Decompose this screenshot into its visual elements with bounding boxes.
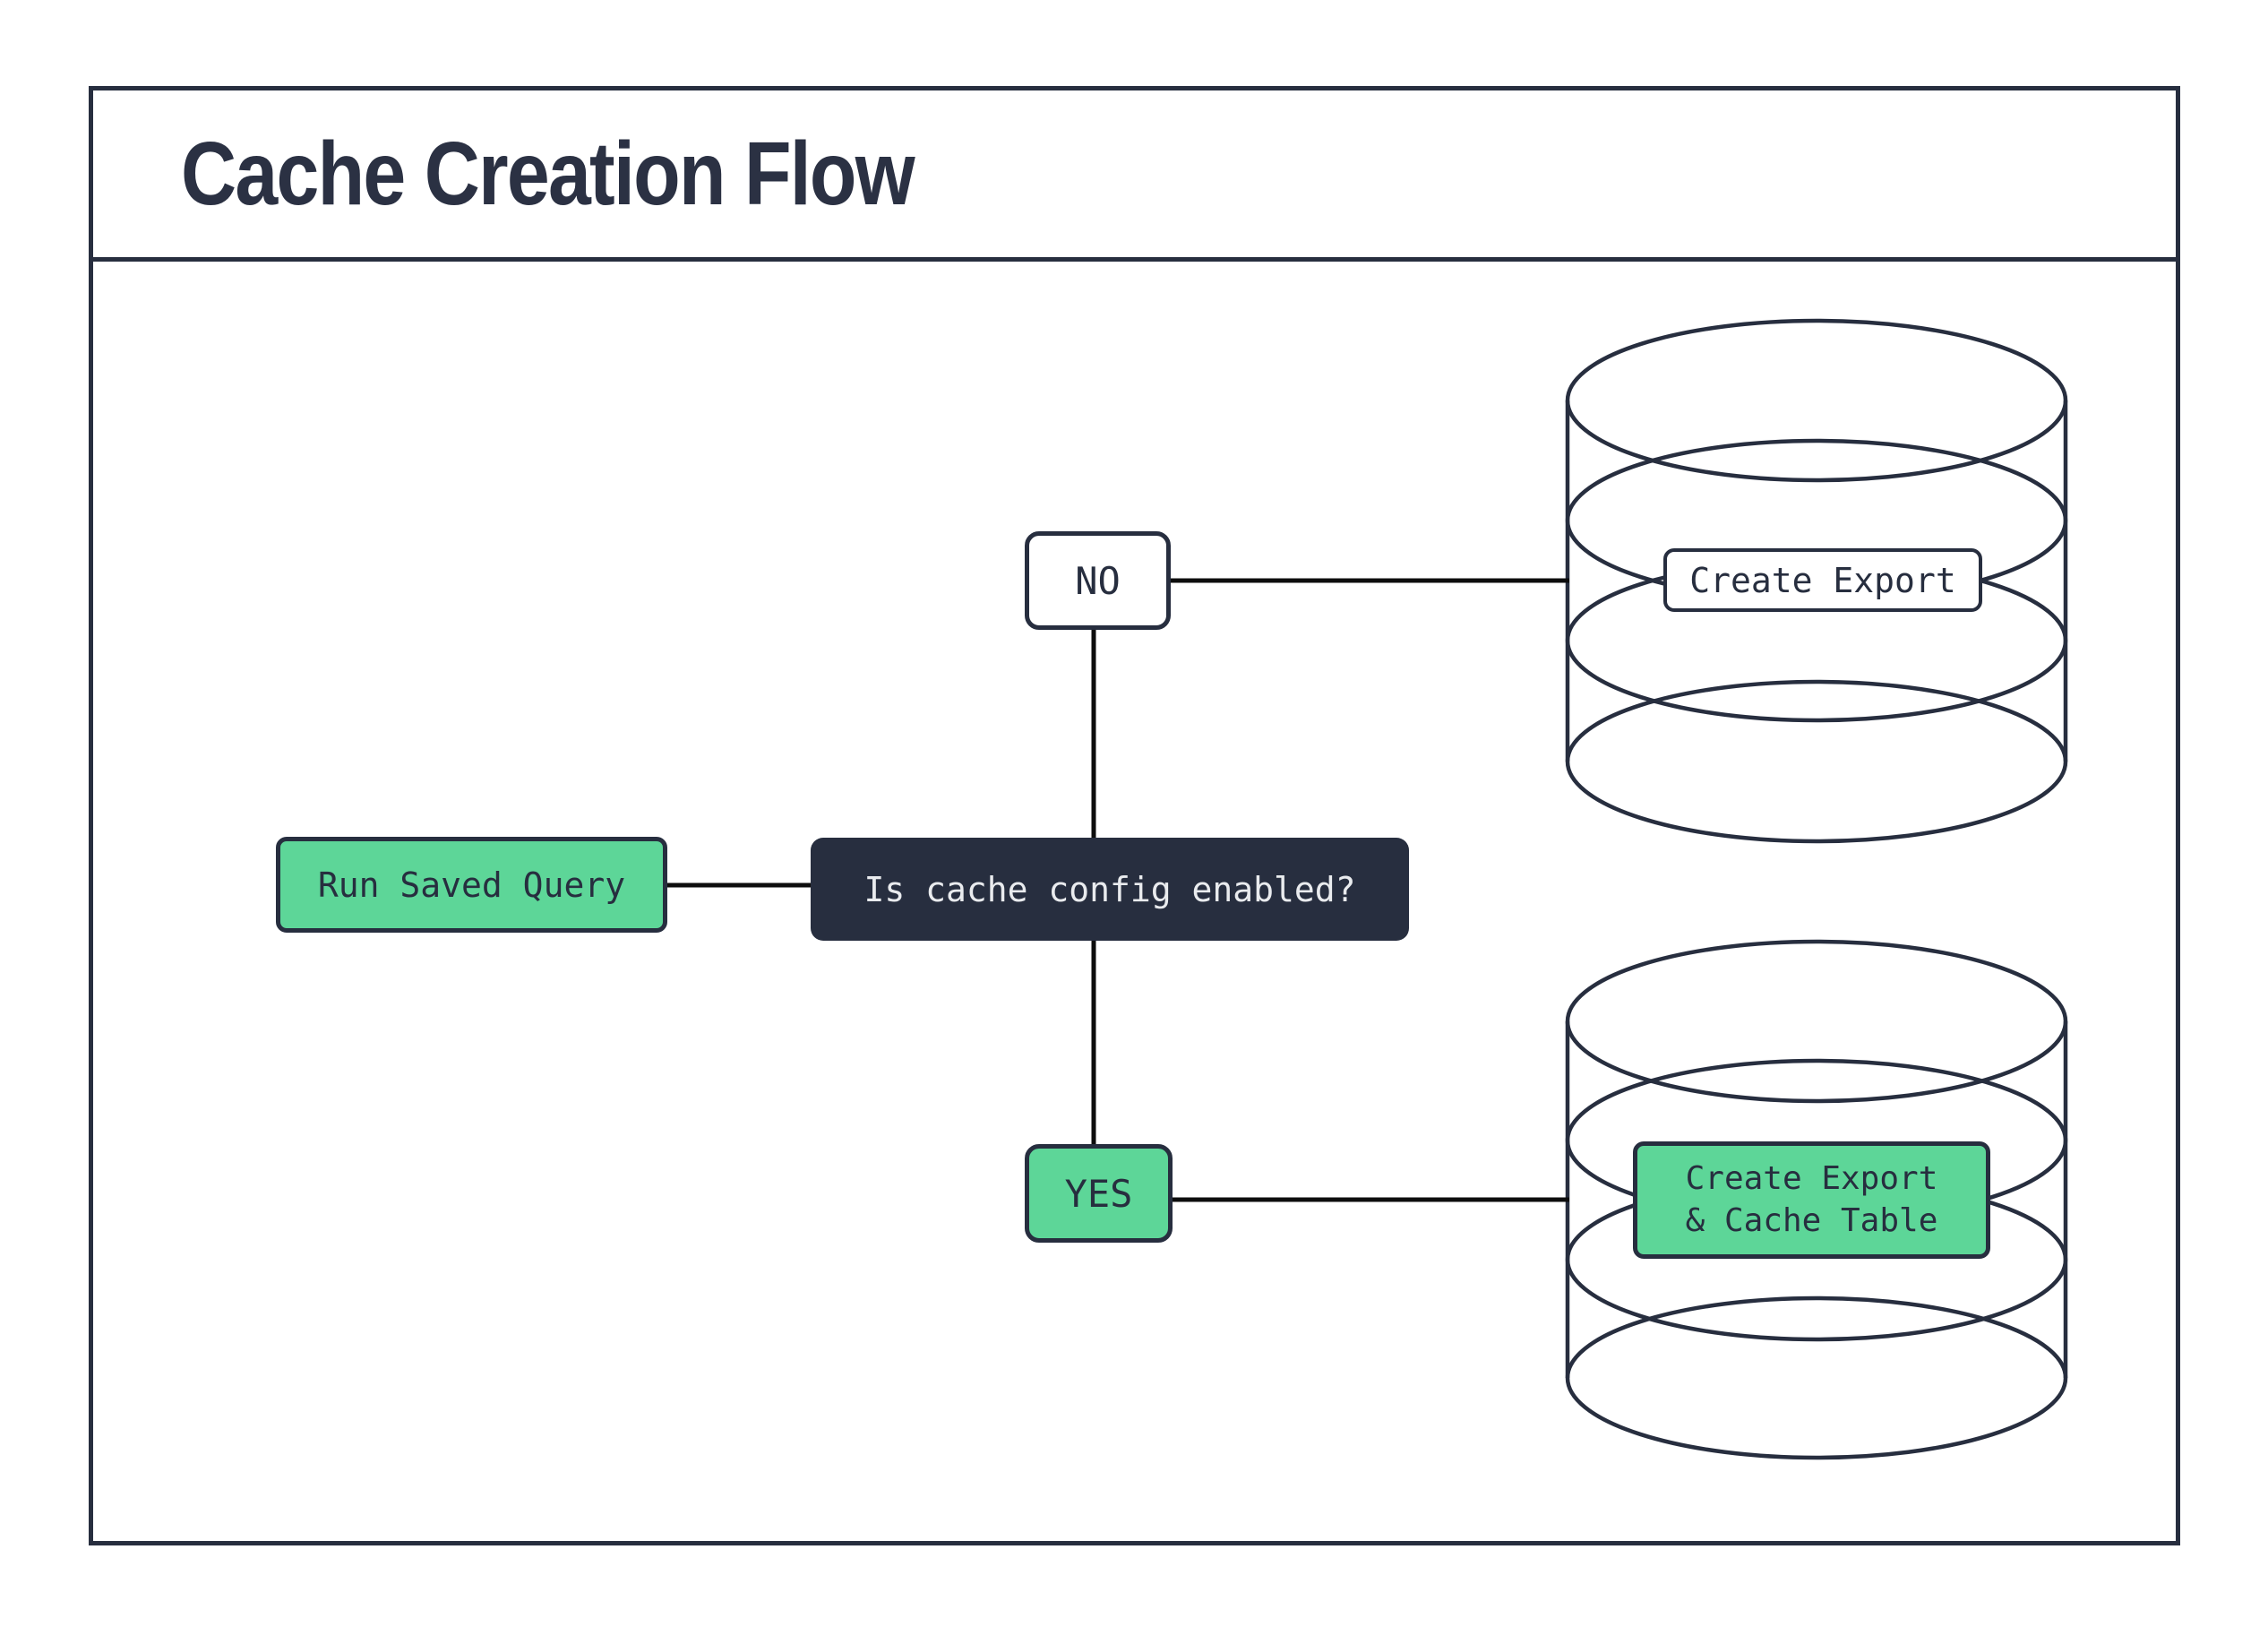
node-run-saved-query: Run Saved Query — [276, 837, 667, 933]
node-create-export-cache-table-label: Create Export & Cache Table — [1633, 1141, 1990, 1259]
node-decision: Is cache config enabled? — [811, 838, 1409, 941]
title-bar: Cache Creation Flow — [93, 90, 2176, 262]
database-disk — [1565, 939, 2068, 1104]
node-create-export-label: Create Export — [1663, 548, 1982, 612]
diagram-frame: Cache Creation Flow — [89, 86, 2180, 1545]
database-disk — [1565, 318, 2068, 483]
node-branch-no: NO — [1025, 531, 1171, 630]
database-disk — [1565, 1296, 2068, 1460]
database-disk — [1565, 679, 2068, 844]
diagram-title: Cache Creation Flow — [181, 123, 915, 224]
node-branch-yes: YES — [1025, 1144, 1173, 1243]
